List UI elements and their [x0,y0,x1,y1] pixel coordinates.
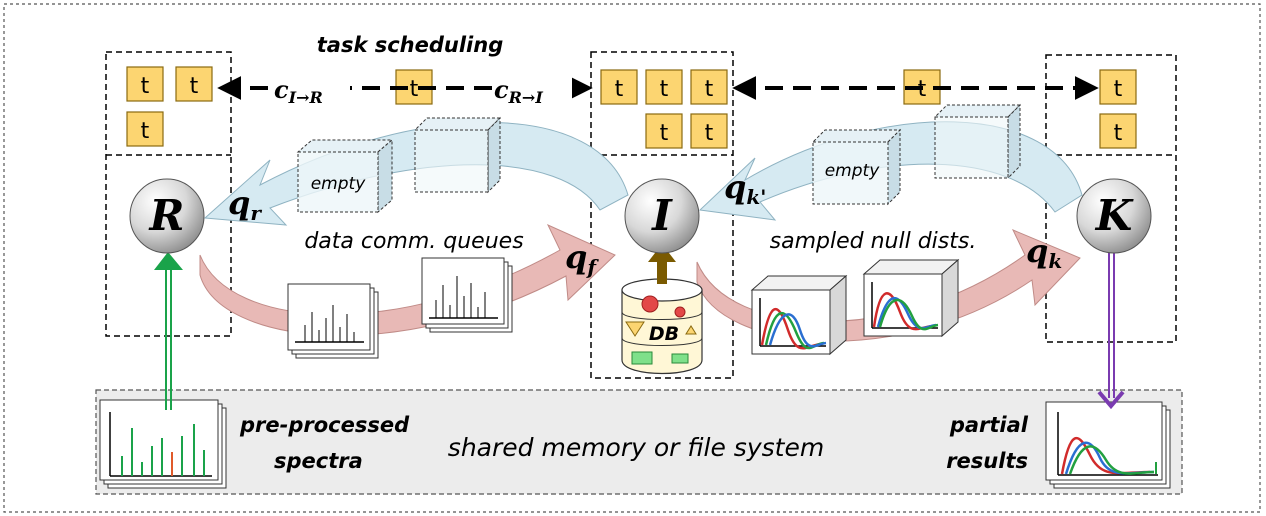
task-group-K [1099,69,1137,149]
task-scheduling-title: task scheduling [317,33,504,57]
shared-memory-label: shared memory or file system [448,433,824,462]
svg-text:cI→R: cI→R [274,75,323,107]
data-comm-queues-label: data comm. queues [304,229,523,254]
task-box [1099,113,1137,149]
purple-arrow-K-to-results [1097,245,1125,410]
task-label: t [660,77,669,102]
task-label: t [141,119,150,144]
svg-text:cR→I: cR→I [494,75,543,107]
task-label: t [660,121,669,146]
task-box [175,66,213,102]
queue-cube-right [933,103,1022,180]
comm-cost-R-to-I: cR→I [492,75,572,107]
node-K-label: K [1095,191,1134,240]
node-R-label: R [149,191,185,240]
task-label: t [141,74,150,99]
task-label: t [615,77,624,102]
task-group-I [600,69,728,149]
task-label: t [1114,77,1123,102]
queue-arc-I-to-R [203,122,629,226]
empty-cube-left [296,138,394,214]
node-I-ball [624,178,700,254]
spectra-stack-1 [287,283,379,359]
results-label: results [946,449,1028,473]
node-box-R [105,51,232,337]
node-I-label: I [651,191,673,240]
spectra-stack-2 [421,257,513,333]
queue-arc-R-to-I [199,223,616,336]
task-box [690,113,728,149]
task-box [600,69,638,105]
task-box [126,111,164,147]
node-R-ball [129,178,205,254]
shared-memory-panel [95,389,1183,495]
task-box [1099,69,1137,105]
task-box [645,113,683,149]
empty-label-left: empty [311,174,366,194]
null-dist-cube-1 [750,274,848,356]
pre-processed-label: pre-processed [239,413,410,437]
null-dist-cube-2 [862,258,960,338]
task-box [645,69,683,105]
queue-label-qk-prime: qk' [724,168,766,209]
empty-cube-right [811,128,902,206]
task-label: t [705,121,714,146]
queue-cube-left [413,116,502,194]
pre-processed-spectra-doc [99,399,227,489]
green-arrow-spectra-to-R [154,252,183,410]
task-box [690,69,728,105]
task-box [126,66,164,102]
task-label: t [1114,121,1123,146]
queue-label-qr: qr [228,184,262,225]
queue-label-qf: qf [565,238,599,279]
task-label: t [705,77,714,102]
partial-label: partial [949,413,1029,437]
node-box-I [590,51,734,379]
db-label: DB [649,323,679,345]
node-K-ball [1076,178,1152,254]
comm-cost-I-to-R: cI→R [270,75,350,107]
partial-results-doc [1045,401,1171,489]
queue-label-qk: qk [1026,232,1062,273]
spectra-label: spectra [274,449,363,473]
task-label: t [190,74,199,99]
database-cylinder [621,278,703,374]
sampled-null-dists-label: sampled null dists. [770,229,977,254]
empty-label-right: empty [825,161,880,181]
task-group-R [126,66,213,147]
task-label: t [410,77,419,102]
